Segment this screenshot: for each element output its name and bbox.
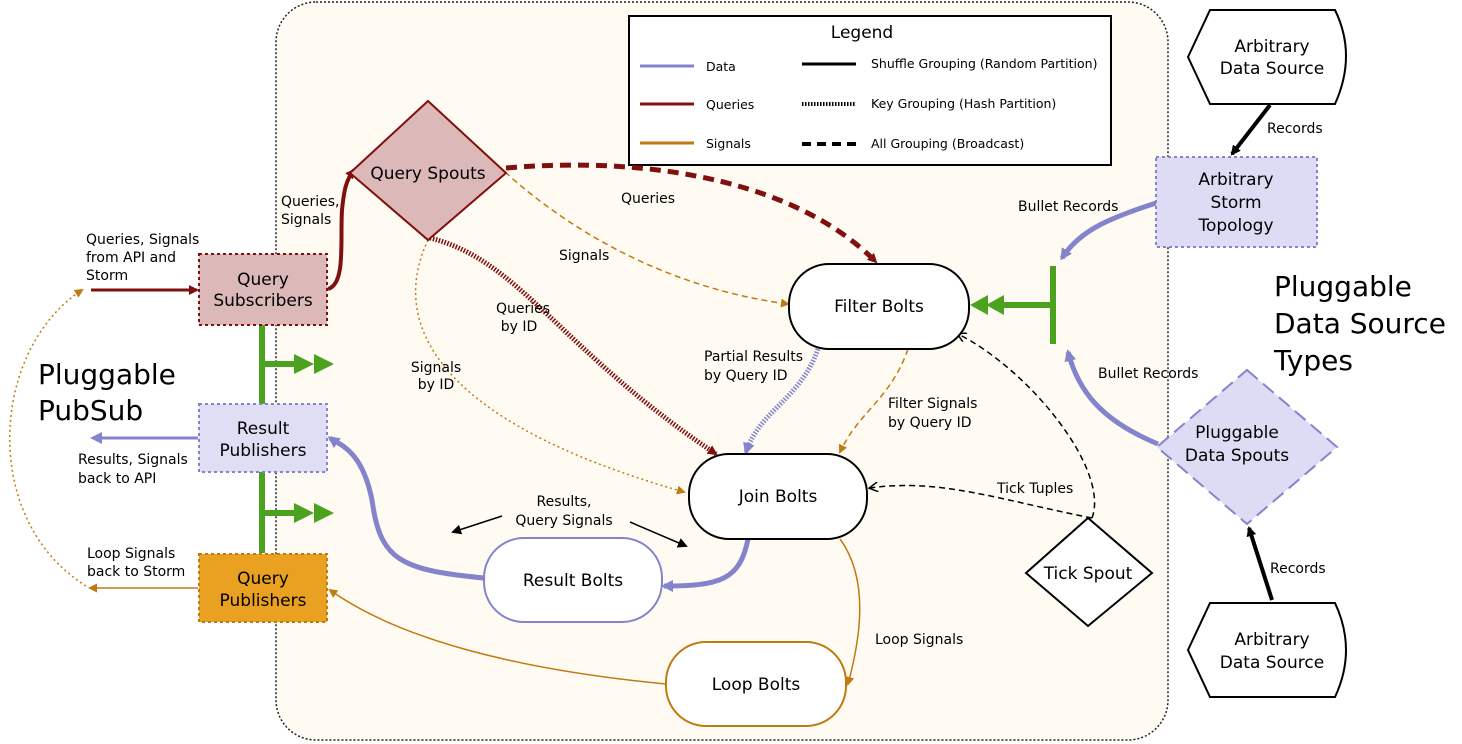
- label-results-query-signals-2: Query Signals: [515, 513, 612, 529]
- label-queries-signals-api-2: from API and: [86, 250, 176, 266]
- label-results-back-1: Results, Signals: [78, 452, 188, 468]
- legend: Legend Data Queries Signals Shuffle Grou…: [628, 15, 1112, 166]
- label-signals-to-filter: Signals: [559, 248, 609, 264]
- legend-queries-label: Queries: [706, 97, 754, 112]
- edge-query-spouts-to-filter-signals: [504, 171, 790, 308]
- pubsub-title-1: Pluggable: [38, 358, 176, 391]
- legend-all-label: All Grouping (Broadcast): [871, 136, 1024, 151]
- query-spouts-label: Query Spouts: [370, 164, 485, 184]
- join-bolts-node: Join Bolts: [688, 453, 868, 540]
- arbitrary-data-source-bottom-label-2: Data Source: [1220, 653, 1324, 673]
- result-bolts-label: Result Bolts: [523, 571, 623, 591]
- arbitrary-storm-topology-node: Arbitrary Storm Topology: [1155, 156, 1318, 248]
- loop-bolts-node: Loop Bolts: [665, 641, 847, 727]
- label-bullet-records-bottom: Bullet Records: [1098, 366, 1198, 382]
- arbitrary-storm-topology-label-2: Storm: [1210, 193, 1261, 213]
- edge-result-to-publishers: [327, 435, 485, 581]
- filter-bolts-label: Filter Bolts: [834, 297, 924, 317]
- label-queries-signals-up-1: Queries,: [281, 194, 340, 210]
- label-queries-signals-api-3: Storm: [86, 268, 128, 284]
- label-results-back-2: back to API: [78, 471, 156, 487]
- legend-data-label: Data: [706, 59, 736, 74]
- query-subscribers-label-1: Query: [237, 270, 289, 290]
- label-results-query-signals-1: Results,: [536, 494, 591, 510]
- label-signals-by-id-1: Signals: [411, 360, 461, 376]
- label-tick-tuples: Tick Tuples: [996, 481, 1073, 497]
- pluggable-data-spouts-label-2: Data Spouts: [1185, 446, 1289, 466]
- join-bolts-label: Join Bolts: [738, 487, 818, 507]
- arbitrary-data-source-bottom-node: Arbitrary Data Source: [1186, 602, 1347, 698]
- pluggable-data-spouts-label-1: Pluggable: [1195, 423, 1279, 443]
- result-publishers-node: Result Publishers: [198, 403, 328, 473]
- edge-topology-to-connector: [1059, 200, 1157, 261]
- label-signals-by-id-2: by ID: [418, 377, 455, 393]
- query-subscribers-node: Query Subscribers: [198, 253, 328, 326]
- legend-signals-label: Signals: [706, 136, 751, 151]
- query-publishers-label-1: Query: [237, 569, 289, 589]
- label-partial-results-2: by Query ID: [704, 368, 788, 384]
- edge-filter-to-join-partial-results: [743, 348, 821, 455]
- result-publishers-label-2: Publishers: [220, 441, 307, 461]
- label-loop-signals: Loop Signals: [875, 632, 963, 648]
- arbitrary-data-source-top-label-1: Arbitrary: [1234, 37, 1309, 57]
- edge-join-to-loop: [839, 538, 861, 686]
- arbitrary-storm-topology-label-1: Arbitrary: [1198, 170, 1273, 190]
- arbitrary-data-source-top-label-2: Data Source: [1220, 59, 1324, 79]
- arbitrary-data-source-bottom-label-1: Arbitrary: [1234, 630, 1309, 650]
- edge-source-top-to-topology: [1230, 103, 1272, 156]
- edge-join-to-result: [661, 538, 751, 592]
- pubsub-title-2: PubSub: [38, 394, 143, 427]
- label-loop-signals-back-1: Loop Signals: [87, 546, 175, 562]
- label-queries-to-filter: Queries: [621, 191, 675, 207]
- data-sources-title-3: Types: [1273, 344, 1353, 377]
- edge-query-spouts-to-filter-queries: [505, 162, 878, 264]
- label-loop-signals-back-2: back to Storm: [87, 564, 185, 580]
- label-records-top: Records: [1267, 121, 1323, 137]
- edge-loop-back-curve: [9, 288, 87, 587]
- tick-spout-label: Tick Spout: [1043, 564, 1133, 584]
- data-sources-title-2: Data Source: [1274, 307, 1446, 340]
- filter-bolts-node: Filter Bolts: [788, 263, 970, 350]
- loop-bolts-label: Loop Bolts: [712, 675, 801, 695]
- legend-box: [628, 15, 1112, 166]
- label-partial-results-1: Partial Results: [704, 349, 803, 365]
- result-publishers-label-1: Result: [237, 419, 290, 439]
- edge-tick-to-join: [870, 485, 1093, 519]
- arbitrary-storm-topology-label-3: Topology: [1197, 216, 1273, 236]
- label-queries-signals-up-2: Signals: [281, 212, 331, 228]
- label-queries-by-id-1: Queries: [496, 301, 550, 317]
- label-queries-by-id-2: by ID: [501, 319, 538, 335]
- edge-subscribers-to-query-spouts: [327, 168, 356, 291]
- query-subscribers-label-2: Subscribers: [213, 291, 313, 311]
- legend-shuffle-label: Shuffle Grouping (Random Partition): [871, 56, 1097, 71]
- label-queries-signals-api-1: Queries, Signals: [86, 232, 199, 248]
- edge-tick-to-filter: [958, 334, 1096, 519]
- query-publishers-node: Query Publishers: [198, 553, 328, 623]
- edge-source-bottom-to-data-spouts: [1246, 526, 1274, 601]
- edge-loop-to-query-publishers: [328, 588, 667, 685]
- legend-key-label: Key Grouping (Hash Partition): [871, 96, 1056, 111]
- edge-filter-to-join-signals: [838, 348, 909, 454]
- legend-title: Legend: [831, 23, 893, 43]
- pluggable-data-spouts-node: Pluggable Data Spouts: [1155, 368, 1339, 526]
- query-spouts-node: Query Spouts: [348, 99, 508, 242]
- label-filter-signals-2: by Query ID: [888, 415, 972, 431]
- data-sources-title-1: Pluggable: [1274, 270, 1412, 303]
- label-records-bottom: Records: [1270, 561, 1326, 577]
- edge-results-arrow-left: [451, 515, 503, 535]
- result-bolts-node: Result Bolts: [483, 537, 663, 623]
- edge-query-spouts-to-join-signals: [415, 239, 686, 495]
- tick-spout-node: Tick Spout: [1024, 516, 1154, 628]
- edge-data-spouts-to-connector: [1064, 349, 1159, 447]
- label-filter-signals-1: Filter Signals: [888, 396, 977, 412]
- label-bullet-records-top: Bullet Records: [1018, 199, 1118, 215]
- arbitrary-data-source-top-node: Arbitrary Data Source: [1186, 9, 1347, 105]
- query-publishers-label-2: Publishers: [220, 591, 307, 611]
- data-source-connector: [970, 266, 1056, 344]
- edge-results-arrow-right: [629, 521, 688, 548]
- edge-query-spouts-to-join-queries: [429, 235, 718, 457]
